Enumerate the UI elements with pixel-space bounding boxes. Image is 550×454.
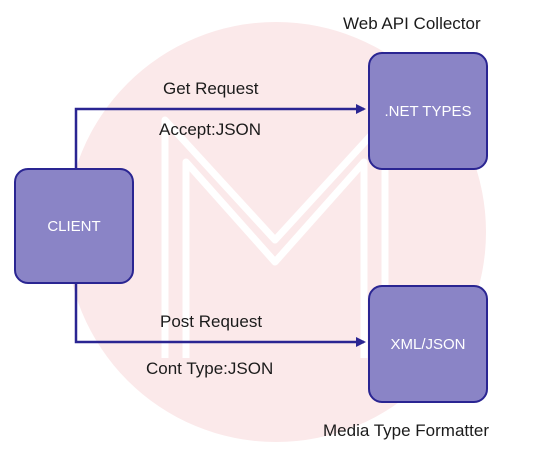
get-request-arrow (74, 104, 366, 168)
xml-json-box: XML/JSON (368, 285, 488, 403)
net-types-box: .NET TYPES (368, 52, 488, 170)
net-types-label: .NET TYPES (384, 102, 472, 120)
content-type-label: Cont Type:JSON (146, 359, 274, 378)
web-api-collector-title: Web API Collector (343, 14, 481, 33)
post-request-label: Post Request (160, 312, 263, 331)
client-box: CLIENT (14, 168, 134, 284)
post-request-arrow (74, 284, 366, 347)
watermark-letter-m (161, 116, 389, 358)
client-label: CLIENT (47, 217, 101, 235)
xml-json-label: XML/JSON (390, 335, 466, 353)
get-request-label: Get Request (163, 79, 259, 98)
accept-header-label: Accept:JSON (159, 120, 262, 139)
media-type-formatter-title: Media Type Formatter (323, 421, 489, 440)
